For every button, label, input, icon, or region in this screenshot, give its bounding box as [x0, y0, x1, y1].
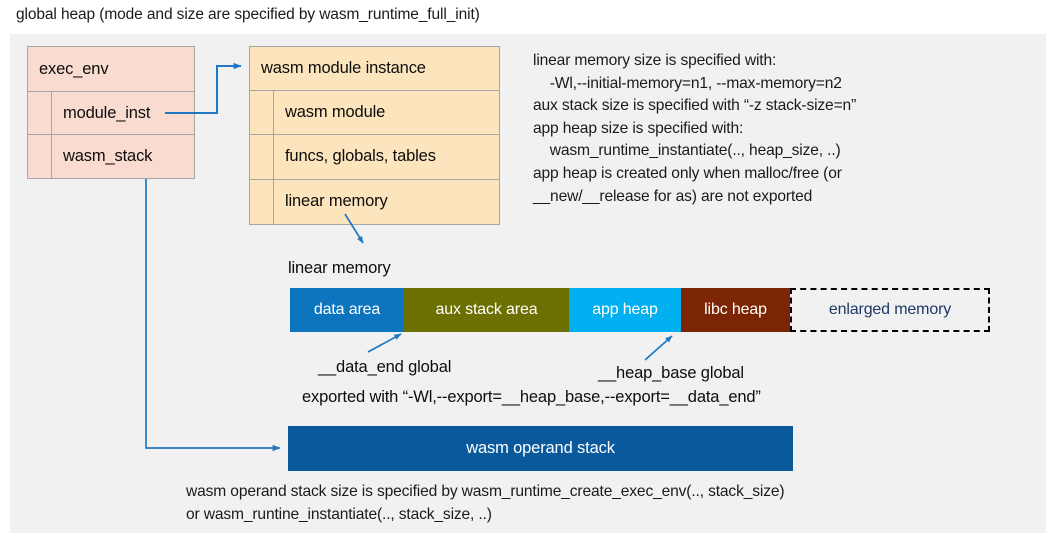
exec-env-field-module-inst: module_inst	[28, 92, 194, 135]
indent-gutter	[28, 135, 52, 178]
exported-flags-annotation: exported with “-Wl,--export=__heap_base,…	[302, 388, 761, 406]
memory-segment-data-area: data area	[290, 288, 404, 332]
linear-memory-notes: linear memory size is specified with: -W…	[533, 52, 857, 205]
wasm-operand-stack-label: wasm operand stack	[466, 439, 615, 457]
page-title: global heap (mode and size are specified…	[16, 6, 480, 23]
memory-segment-label: enlarged memory	[828, 301, 952, 318]
indent-gutter	[250, 90, 274, 135]
memory-segment-libc-heap: libc heap	[681, 288, 790, 332]
heap-base-annotation: __heap_base global	[598, 364, 744, 382]
indent-gutter	[250, 135, 274, 179]
data-end-annotation: __data_end global	[318, 358, 452, 376]
exec-env-box: exec_env module_inst wasm_stack	[27, 46, 195, 179]
exec-env-field-label: wasm_stack	[63, 147, 153, 165]
memory-segment-app-heap: app heap	[569, 288, 681, 332]
memory-segment-label: libc heap	[704, 301, 767, 318]
exec-env-field-label: module_inst	[63, 103, 151, 122]
module-instance-field-label: linear memory	[285, 192, 388, 211]
operand-stack-notes: wasm operand stack size is specified by …	[186, 483, 785, 523]
module-instance-field-linear-memory: linear memory	[250, 179, 499, 224]
exec-env-header-row: exec_env	[28, 47, 194, 92]
memory-segment-label: aux stack area	[435, 301, 538, 318]
memory-segment-enlarged-memory: enlarged memory	[790, 288, 990, 332]
wasm-module-instance-box: wasm module instance wasm module funcs, …	[249, 46, 500, 225]
exec-env-header-label: exec_env	[39, 59, 109, 78]
module-instance-field-label: wasm module	[285, 102, 386, 121]
module-instance-field-wasm-module: wasm module	[250, 90, 499, 136]
linear-memory-caption: linear memory	[288, 259, 391, 277]
wasm-operand-stack-box: wasm operand stack	[288, 426, 793, 471]
module-instance-header-row: wasm module instance	[250, 47, 499, 91]
linear-memory-bar: data area aux stack area app heap libc heap…	[290, 288, 990, 332]
memory-segment-aux-stack-area: aux stack area	[404, 288, 569, 332]
memory-segment-label: data area	[313, 301, 381, 318]
indent-gutter	[250, 179, 274, 224]
module-instance-header-label: wasm module instance	[261, 58, 426, 77]
indent-gutter	[28, 92, 52, 134]
module-instance-field-funcs-globals-tables: funcs, globals, tables	[250, 135, 499, 180]
memory-segment-label: app heap	[592, 301, 658, 318]
module-instance-field-label: funcs, globals, tables	[285, 147, 436, 166]
exec-env-field-wasm-stack: wasm_stack	[28, 135, 194, 178]
